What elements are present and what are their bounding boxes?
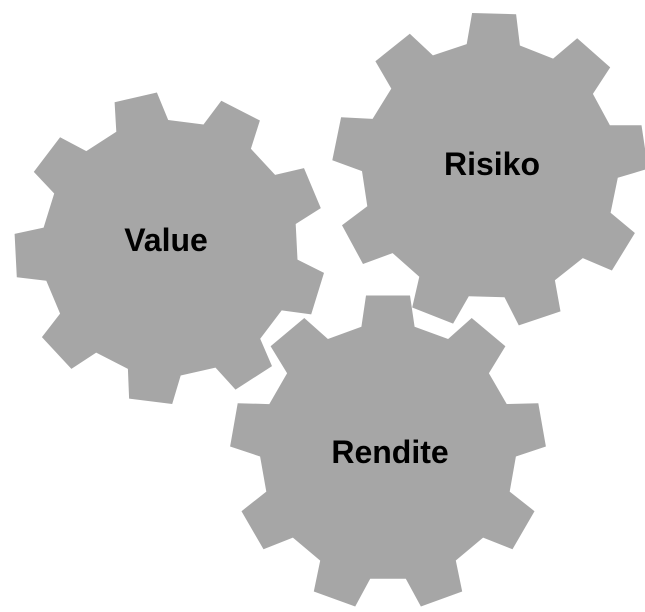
gear-rendite-shape — [230, 295, 546, 607]
gear-risiko-shape — [332, 13, 645, 326]
gear-value-shape — [14, 92, 324, 404]
gear-value: Value — [14, 92, 324, 404]
gear-rendite: Rendite — [230, 295, 546, 607]
gear-risiko: Risiko — [332, 13, 645, 326]
gear-risiko-label: Risiko — [444, 146, 540, 182]
gear-rendite-label: Rendite — [331, 434, 448, 470]
gear-value-label: Value — [124, 222, 208, 258]
